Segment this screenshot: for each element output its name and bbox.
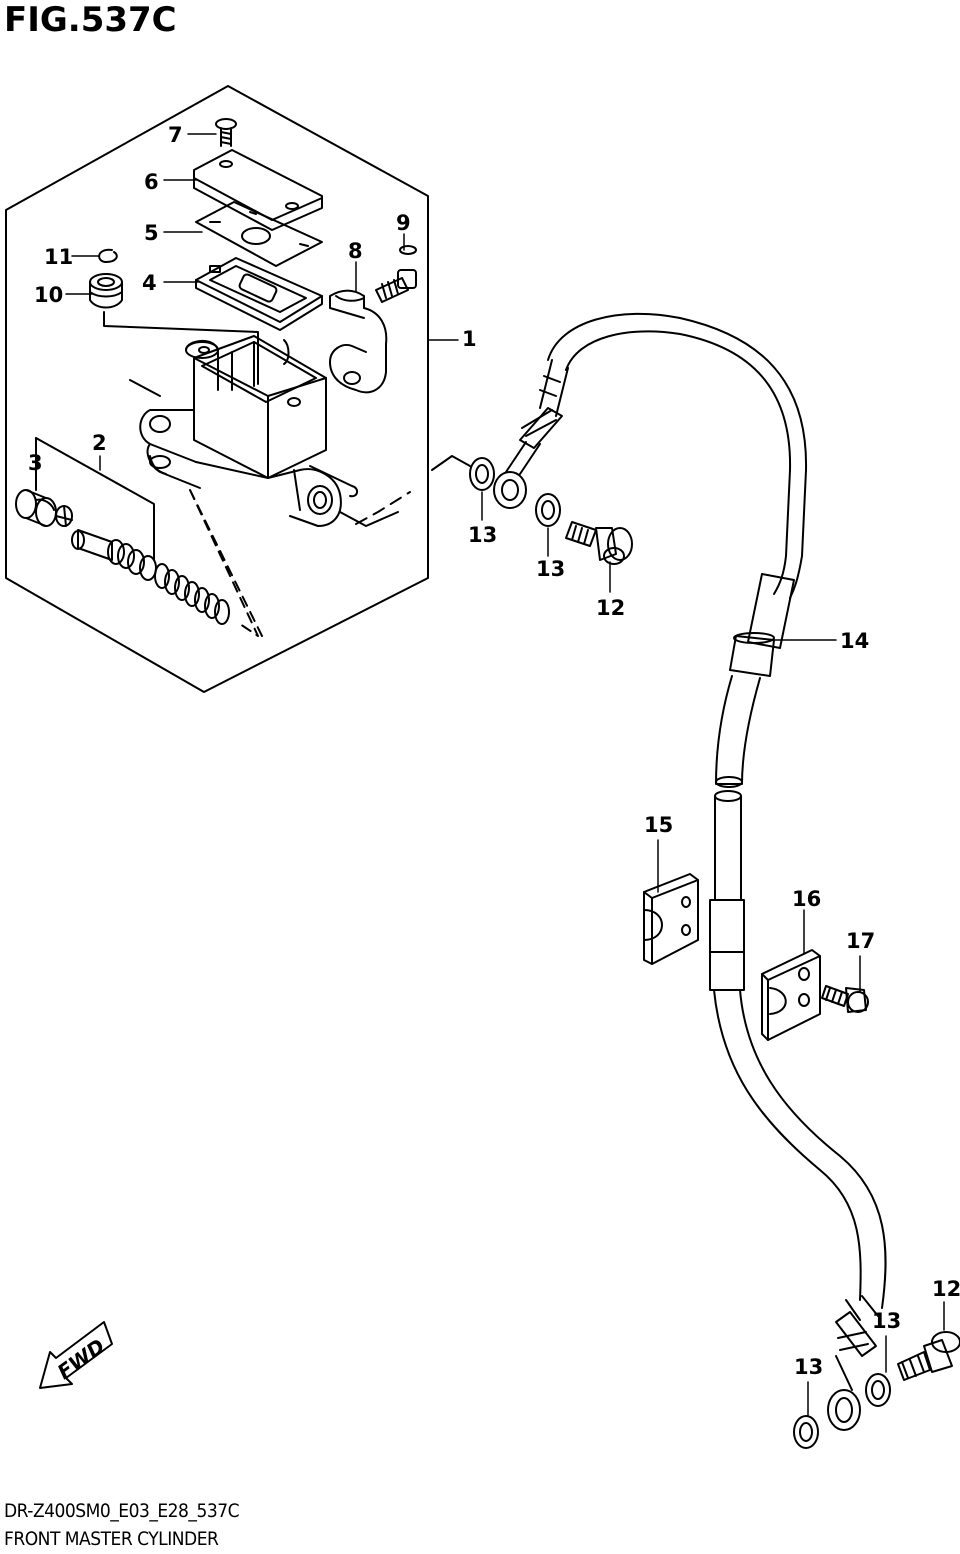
union-bolt-12-lower [897, 1331, 960, 1381]
callout-3: 3 [28, 451, 43, 475]
callout-11: 11 [44, 245, 73, 269]
model-code: DR-Z400SM0_E03_E28_537C [4, 1500, 240, 1522]
washer-13-upper-a [469, 457, 495, 491]
callout-17: 17 [846, 929, 875, 953]
holder-8 [329, 289, 388, 394]
figure-title: FIG.537C [4, 0, 177, 40]
callout-leaders [35, 133, 945, 1417]
callout-16: 16 [792, 887, 821, 911]
bolt-17 [821, 985, 869, 1013]
callout-8: 8 [348, 239, 363, 263]
callout-12-lower: 12 [932, 1277, 960, 1301]
piston-kit-2 [15, 489, 230, 625]
callout-6: 6 [144, 170, 159, 194]
callout-13-lower-b: 13 [872, 1309, 901, 1333]
callout-15: 15 [644, 813, 673, 837]
callout-7: 7 [168, 123, 183, 147]
bolt-9 [375, 245, 417, 303]
screw-7 [215, 118, 237, 147]
fwd-label: FWD [53, 1334, 109, 1384]
washer-13-lower-b [865, 1373, 891, 1407]
master-cylinder-body-1 [139, 335, 358, 527]
reservoir-cap-6 [193, 149, 323, 231]
plate-5 [195, 201, 323, 267]
callout-13-upper-b: 13 [536, 557, 565, 581]
clamp-16 [761, 949, 821, 1041]
callout-14: 14 [840, 629, 869, 653]
boot-10 [89, 273, 123, 309]
callout-4: 4 [142, 271, 157, 295]
clamp-15 [643, 873, 699, 965]
union-bolt-12-upper [565, 521, 633, 565]
washer-13-lower-a [793, 1415, 819, 1449]
callout-5: 5 [144, 221, 159, 245]
callout-labels: 1 2 3 4 5 6 7 8 9 10 11 12 12 13 13 13 1… [28, 123, 960, 1384]
callout-2: 2 [92, 431, 107, 455]
callout-13-upper-a: 13 [468, 523, 497, 547]
brake-hose-14 [493, 312, 887, 1431]
washer-13-upper-b [535, 493, 561, 527]
callout-12-upper: 12 [596, 596, 625, 620]
fwd-arrow-icon [39, 1321, 113, 1389]
assembly-frame [5, 85, 429, 693]
callout-1: 1 [462, 327, 477, 351]
circlip-11 [98, 248, 118, 263]
callout-13-lower-a: 13 [794, 1355, 823, 1379]
guide-lines [35, 311, 471, 637]
figure-name: FRONT MASTER CYLINDER [4, 1528, 219, 1550]
diaphragm-4 [195, 257, 323, 331]
callout-10: 10 [34, 283, 63, 307]
callout-9: 9 [396, 211, 411, 235]
